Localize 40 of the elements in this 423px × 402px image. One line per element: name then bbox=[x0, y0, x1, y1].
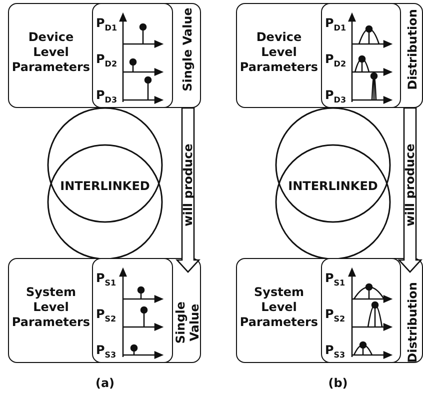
panel-title: System Level Parameters bbox=[238, 285, 320, 330]
panel-caption: (a) bbox=[95, 376, 115, 390]
edge-label: will produce bbox=[403, 144, 417, 226]
parameter-panel bbox=[236, 3, 423, 108]
parameter-label: P$_{D2}$ bbox=[96, 52, 118, 70]
parameter-label: P$_{D1}$ bbox=[325, 16, 346, 34]
parameter-label: P$_{S1}$ bbox=[96, 270, 116, 289]
plot-panel bbox=[92, 2, 173, 108]
parameter-label: P$_{S2}$ bbox=[325, 306, 346, 325]
plot-panel bbox=[321, 258, 401, 362]
overlap-label: INTERLINKED bbox=[288, 179, 378, 193]
overlapping-circle bbox=[47, 107, 163, 223]
overlap-label: INTERLINKED bbox=[60, 179, 150, 193]
parameter-label: P$_{S3}$ bbox=[96, 342, 116, 361]
parameter-label: P$_{S1}$ bbox=[325, 270, 346, 289]
parameter-panel bbox=[236, 258, 423, 363]
panel-title: Device Level Parameters bbox=[238, 30, 320, 75]
overlapping-circle bbox=[47, 144, 163, 260]
overlapping-circle bbox=[275, 107, 391, 223]
vertical-caption: Single Value bbox=[172, 300, 200, 346]
plot-panel bbox=[321, 2, 401, 108]
parameter-panel bbox=[8, 258, 201, 363]
parameter-label: P$_{D1}$ bbox=[96, 16, 118, 34]
vertical-caption: Single Value bbox=[180, 7, 194, 91]
parameter-label: P$_{S3}$ bbox=[325, 342, 346, 361]
edge-label: will produce bbox=[181, 144, 195, 226]
vertical-caption: Distribution bbox=[404, 282, 418, 362]
plot-panel bbox=[92, 258, 173, 362]
parameter-label: P$_{D3}$ bbox=[96, 88, 118, 106]
vertical-caption: Distribution bbox=[404, 8, 418, 90]
panel-caption: (b) bbox=[328, 376, 348, 390]
overlapping-circle bbox=[275, 144, 391, 260]
parameter-panel bbox=[8, 3, 201, 108]
block-arrow bbox=[176, 107, 200, 273]
block-arrow bbox=[398, 107, 422, 273]
parameter-label: P$_{S2}$ bbox=[96, 306, 116, 325]
parameter-label: P$_{D2}$ bbox=[325, 52, 346, 70]
parameter-label: P$_{D3}$ bbox=[325, 88, 346, 106]
panel-title: Device Level Parameters bbox=[10, 30, 92, 75]
panel-title: System Level Parameters bbox=[10, 285, 92, 330]
